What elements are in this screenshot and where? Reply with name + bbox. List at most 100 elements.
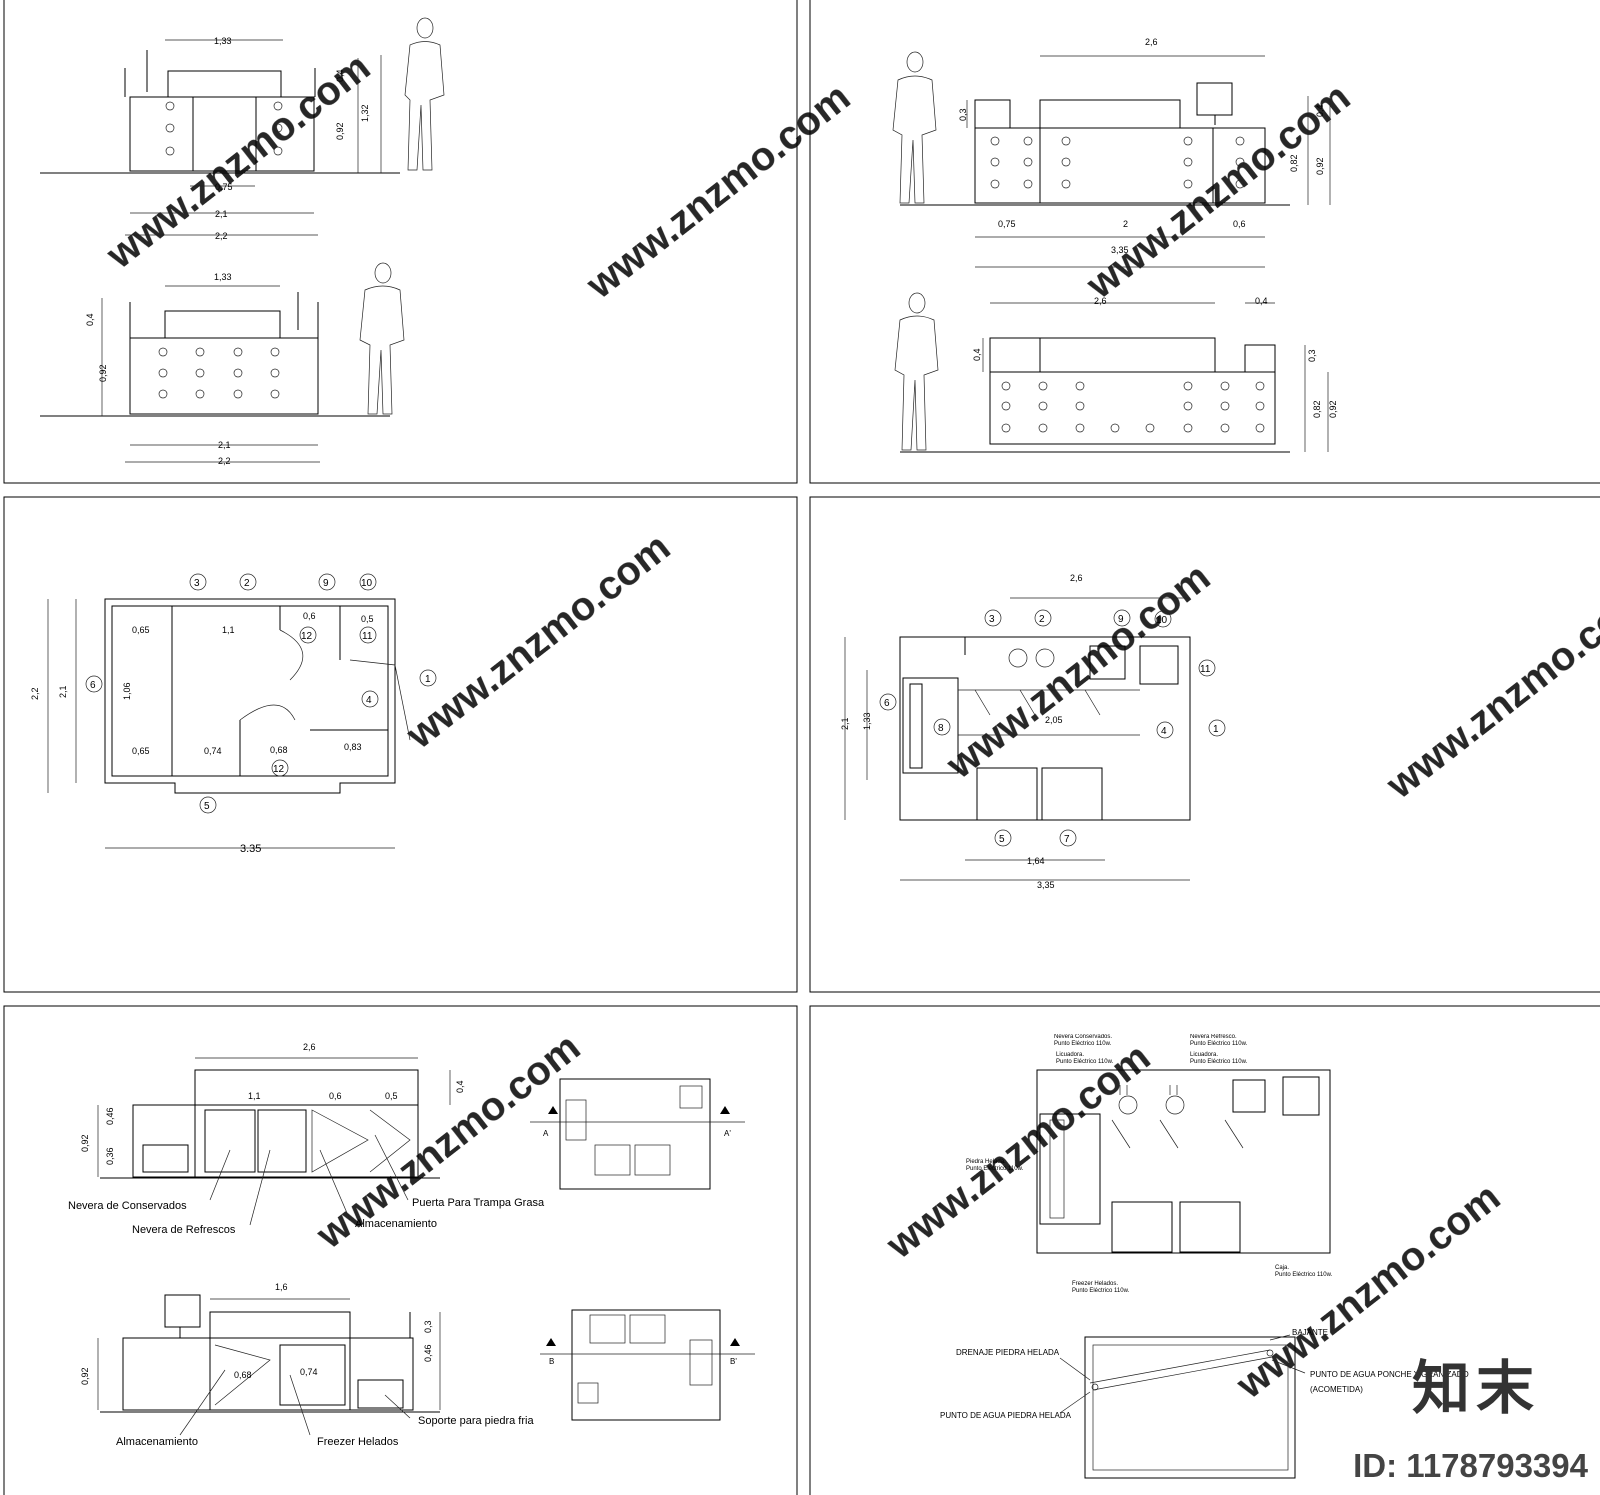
p3-tag-4: 4 [366, 695, 372, 706]
p5b-dim-r1: 0,3 [423, 1320, 433, 1333]
p3-dim-d8: 0,68 [270, 745, 288, 755]
p4-tag-11: 11 [1200, 664, 1211, 675]
p2e1-dim-right1: 0,4 [1315, 104, 1325, 117]
p1e1-dim-right1: 0,4 [335, 69, 345, 82]
p2e1-dim-right3: 0,92 [1315, 157, 1325, 175]
p2e1-dim-seg3: 0,6 [1233, 219, 1246, 229]
section-arrow-icon [548, 1106, 558, 1114]
section-arrow-icon [720, 1106, 730, 1114]
p2e2-dim-right3: 0,92 [1328, 400, 1338, 418]
p3-tag-5: 5 [204, 801, 210, 812]
p5a-dim-top: 2,6 [303, 1042, 316, 1052]
p6-note-6-spec: Punto Eléctrico 110w. [1275, 1272, 1333, 1278]
p6-plumb-ponche: PUNTO DE AGUA PONCHE Y GRANIZADO [1310, 1370, 1469, 1379]
panel1-elevation-front: 1,33 0,4 0,92 1,32 0,75 2,1 2,2 [40, 17, 445, 241]
p5a-dim-s1: 1,1 [248, 1091, 261, 1101]
panel-frame-6 [809, 1005, 1600, 1495]
section-arrow-icon [730, 1338, 740, 1346]
p2e2-dim-right1: 0,3 [1307, 349, 1317, 362]
p3-tag-12a: 12 [301, 631, 313, 642]
p5b-dim-s2: 0,74 [300, 1367, 318, 1377]
p4-tag-6: 6 [884, 698, 890, 709]
watermark-9: www.znzmo.com [1378, 575, 1600, 808]
panel2-elevation-rear: 2,6 0,4 0,4 0,3 0,82 0,92 [894, 292, 1338, 453]
p2e1-dim-seg2: 2 [1123, 219, 1128, 229]
p1e2-dim-bottom2: 2,1 [218, 440, 231, 450]
panel3-plan: 2,2 2,1 0,65 1,1 0,6 0,5 1,06 0,65 0,74 … [30, 573, 437, 855]
p6-note-3-title: Licuadora. [1190, 1052, 1218, 1058]
p5a-dim-l3: 0,36 [105, 1147, 115, 1165]
p4-tag-8: 8 [938, 723, 944, 734]
p5b-label-almacenamiento: Almacenamiento [116, 1436, 198, 1448]
panel-frame-3 [3, 496, 798, 993]
p5b-label-freezer: Freezer Helados [317, 1436, 399, 1448]
p6-note-6-title: Caja. [1275, 1265, 1289, 1271]
p3-tag-10: 10 [361, 578, 373, 589]
p3-dim-d6: 0,65 [132, 746, 150, 756]
p3-dim-d1: 0,65 [132, 625, 150, 635]
p6-note-0-title: Nevera Conservados. [1054, 1034, 1112, 1040]
p3-tag-12b: 12 [273, 764, 285, 775]
p6-note-3-spec: Punto Eléctrico 110w. [1190, 1059, 1248, 1065]
watermark-2: www.znzmo.com [578, 75, 859, 308]
p4-dim-b2: 3,35 [1037, 880, 1055, 890]
p6-note-4-title: Piedra Helada. [966, 1159, 1006, 1165]
p1e1-dim-top: 1,33 [214, 36, 232, 46]
panel-frame-2 [809, 0, 1600, 484]
p6-note-0-spec: Punto Eléctrico 110w. [1054, 1041, 1112, 1047]
p1e2-dim-top: 1,33 [214, 272, 232, 282]
section-arrow-icon [546, 1338, 556, 1346]
p5a-dim-s3: 0,5 [385, 1091, 398, 1101]
p2e1-dim-top: 2,6 [1145, 37, 1158, 47]
p4-tag-1: 1 [1213, 724, 1219, 735]
p5a-label-almacenamiento: Almacenamiento [355, 1218, 437, 1230]
panel6-electrical-plan: Nevera Conservados. Punto Eléctrico 110w… [966, 1034, 1333, 1294]
p5a-sec-a-prime: A' [724, 1129, 731, 1138]
p3-dim-d7: 0,74 [204, 746, 222, 756]
p1e1-dim-right2: 0,92 [335, 122, 345, 140]
p5a-label-trampa-grasa: Puerta Para Trampa Grasa [412, 1197, 545, 1209]
p5a-label-nevera-refrescos: Nevera de Refrescos [132, 1224, 236, 1236]
panel6-plumbing-plan: BAJANTE DRENAJE PIEDRA HELADA PUNTO DE A… [940, 1328, 1469, 1479]
panel-frame-1 [3, 0, 798, 484]
p2e2-dim-right2: 0,82 [1312, 400, 1322, 418]
watermark-6: www.znzmo.com [308, 1025, 589, 1258]
p6-note-4-spec: Punto Eléctrico 110w. [966, 1166, 1024, 1172]
p3-tag-3: 3 [194, 578, 200, 589]
p2e1-dim-right2: 0,82 [1289, 154, 1299, 172]
p4-tags: 3 2 9 10 11 6 8 4 1 5 7 [879, 609, 1226, 847]
p3-dim-h2: 2,1 [58, 685, 68, 698]
p4-tag-9: 9 [1118, 614, 1124, 625]
p4-dim-mid: 2,05 [1045, 715, 1063, 725]
panel-frame-4 [809, 496, 1600, 993]
p4-tag-5: 5 [999, 834, 1005, 845]
p4-dim-top: 2,6 [1070, 573, 1083, 583]
p6-note-2-spec: Punto Eléctrico 110w. [1056, 1059, 1114, 1065]
p2e2-dim-left: 0,4 [972, 348, 982, 361]
p4-tag-4: 4 [1161, 726, 1167, 737]
p5b-dim-s1: 0,68 [234, 1370, 252, 1380]
person-figure-icon [892, 51, 937, 204]
p5a-dim-s2: 0,6 [329, 1091, 342, 1101]
panel5-section-a: 2,6 1,1 0,6 0,5 0,4 0,92 0,46 0,36 Never… [68, 1042, 745, 1236]
panel5-section-b: 1,6 0,92 0,3 0,46 0,68 0,74 Almacenamien… [80, 1282, 755, 1448]
p6-note-5-spec: Punto Eléctrico 110w. [1072, 1288, 1130, 1294]
p3-dim-d2: 1,1 [222, 625, 235, 635]
person-figure-icon [359, 262, 405, 415]
p3-dim-d3: 0,6 [303, 611, 316, 621]
p3-dim-h1: 2,2 [30, 687, 40, 700]
p6-plumb-bajante: BAJANTE [1292, 1328, 1328, 1337]
panel4-plan: 2,6 2,1 1,33 2,05 1,64 3,35 3 2 9 10 11 … [840, 573, 1226, 890]
p1e2-dim-left2: 0,92 [98, 364, 108, 382]
p6-note-2-title: Licuadora. [1056, 1052, 1084, 1058]
p6-plumb-drenaje: DRENAJE PIEDRA HELADA [956, 1348, 1060, 1357]
p6-note-1-spec: Punto Eléctrico 110w. [1190, 1041, 1248, 1047]
p6-note-5-title: Freezer Helados. [1072, 1281, 1118, 1287]
p3-tag-1: 1 [425, 674, 431, 685]
p1e2-dim-left1: 0,4 [85, 313, 95, 326]
p5b-dim-top: 1,6 [275, 1282, 288, 1292]
p1e2-dim-bottom3: 2,2 [218, 456, 231, 466]
p3-tags: 3 2 9 10 12 11 1 6 4 12 5 [85, 573, 437, 814]
p2e1-dim-left: 0,3 [958, 108, 968, 121]
p6-plumb-piedra: PUNTO DE AGUA PIEDRA HELADA [940, 1411, 1072, 1420]
